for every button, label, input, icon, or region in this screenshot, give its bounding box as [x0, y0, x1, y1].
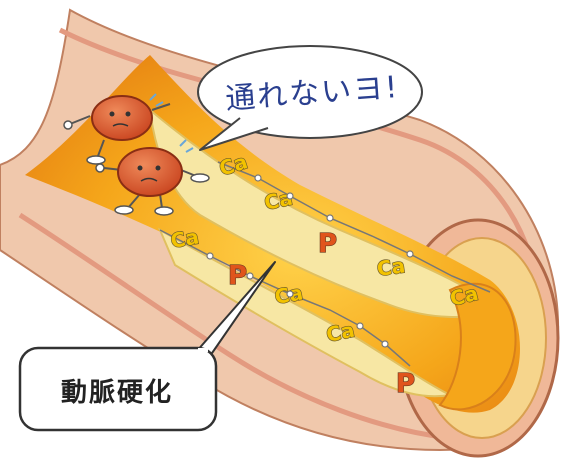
- phosphorus-molecule: P: [318, 229, 337, 259]
- mineral-chain-lower: [159, 229, 411, 367]
- speech-bubble: [197, 45, 423, 151]
- calcium-molecule: Ca: [324, 318, 357, 347]
- calcium-molecule: Ca: [375, 253, 406, 281]
- blood-cell-lower: [95, 139, 210, 216]
- label-callout: [18, 261, 276, 432]
- vessel-opening: [438, 282, 517, 411]
- phosphorus-molecule: P: [396, 369, 415, 399]
- vessel-wall-stripe: [18, 212, 451, 441]
- mineral-chain-upper: [217, 161, 491, 293]
- blood-cell-upper: [63, 93, 171, 165]
- phosphorus-molecule: P: [228, 261, 247, 291]
- calcium-molecule: Ca: [169, 224, 201, 253]
- label-box-text: 動脈硬化: [60, 378, 173, 408]
- chain-nodes: [206, 174, 414, 348]
